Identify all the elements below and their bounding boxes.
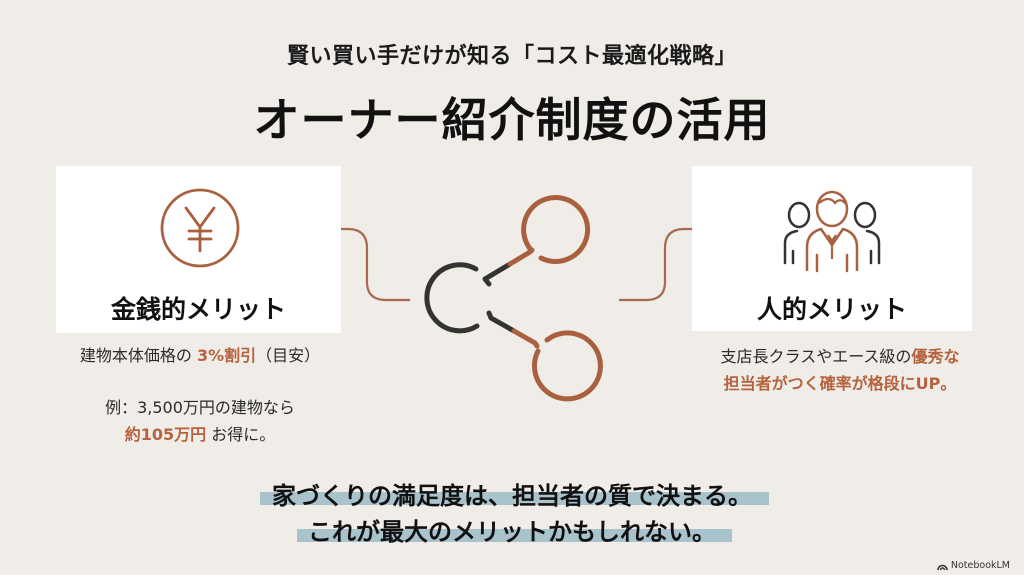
staff-text: 支店長クラスやエース級の (720, 347, 912, 366)
human-merit-card: 人的メリット (692, 166, 972, 331)
staff-highlight: 優秀な (911, 347, 960, 366)
conclusion-line-1: 家づくりの満足度は、担当者の質で決まる。 (272, 482, 752, 510)
slide-subtitle: 賢い買い手だけが知る「コスト最適化戦略」 (286, 44, 737, 69)
slide-title: オーナー紹介制度の活用 (253, 93, 771, 147)
yen-icon (160, 188, 240, 268)
discount-text: 建物本体価格の (79, 346, 197, 365)
staff-highlight-line2: 担当者がつく確率が格段にUP。 (723, 374, 957, 393)
example-savings: 約105万円 (124, 425, 207, 444)
staff-description: 支店長クラスやエース級の優秀な 担当者がつく確率が格段にUP。 (690, 343, 990, 397)
highlight-bar-2 (297, 529, 732, 542)
discount-note: （目安） (256, 346, 321, 365)
example-text: 例：3,500万円の建物なら (105, 398, 295, 417)
people-icon (783, 190, 881, 273)
monetary-merit-card: 金銭的メリット (56, 166, 341, 333)
discount-rate: 3%割引 (196, 346, 257, 365)
monetary-merit-label: 金銭的メリット (110, 295, 286, 324)
discount-example: 例：3,500万円の建物なら 約105万円 お得に。 (40, 394, 360, 448)
human-merit-label: 人的メリット (756, 295, 907, 324)
notebooklm-logo-icon (937, 564, 948, 570)
example-suffix: お得に。 (206, 425, 276, 444)
highlight-bar-1 (260, 492, 769, 505)
conclusion-line-2: これが最大のメリットかもしれない。 (308, 518, 716, 546)
footer-brand: NotebookLM (937, 560, 1010, 571)
brand-text: NotebookLM (950, 560, 1010, 571)
discount-description: 建物本体価格の 3%割引（目安） (40, 343, 360, 369)
